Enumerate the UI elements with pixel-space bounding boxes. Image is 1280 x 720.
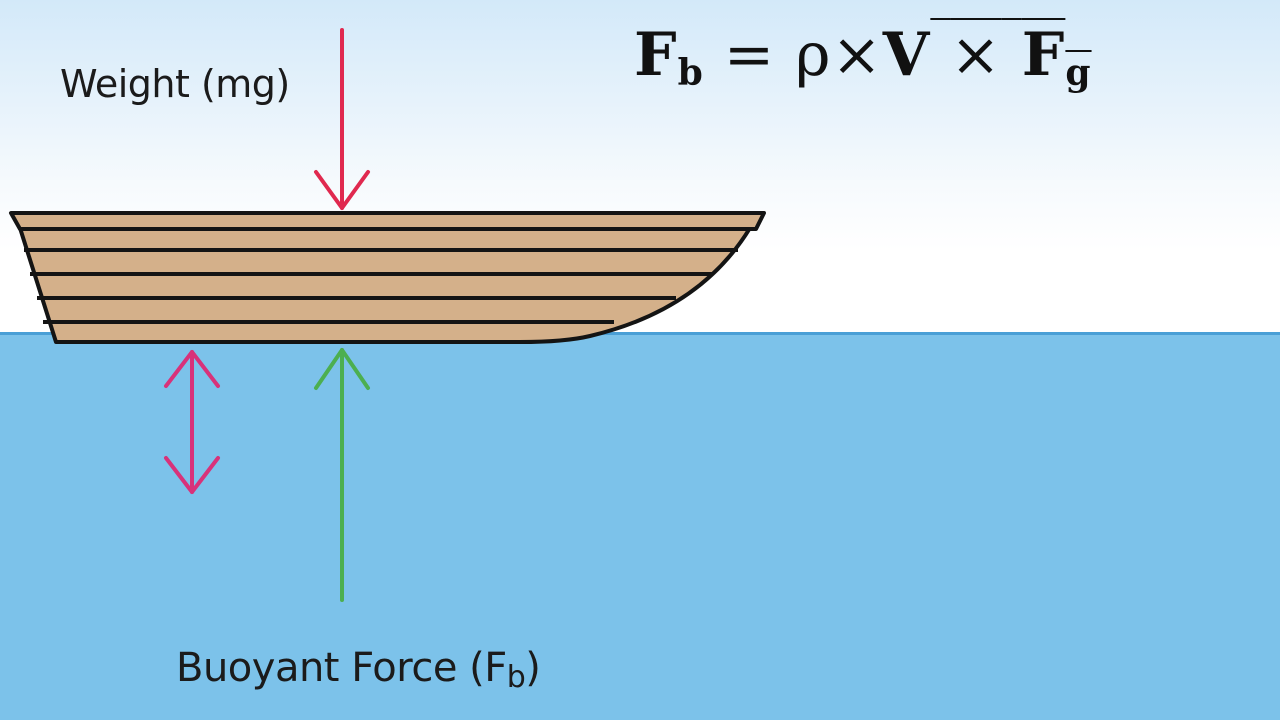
formula-overlined-term: × Fg (930, 20, 1091, 94)
buoyant-force-subscript: b (506, 660, 526, 695)
formula-times-2: × (950, 20, 1002, 90)
formula-force-subscript: g (1065, 52, 1092, 94)
formula-rho: ρ (795, 20, 832, 90)
formula-force: F (1021, 20, 1066, 90)
buoyancy-formula: Fb = ρ×V × Fg (634, 20, 1092, 94)
water-surface-line (0, 332, 1280, 335)
formula-lhs: F (634, 20, 678, 90)
weight-label: Weight (mg) (60, 62, 290, 106)
formula-times-1: × (831, 20, 883, 90)
formula-lhs-subscript: b (677, 52, 704, 94)
water-body (0, 334, 1280, 720)
buoyant-force-label: Buoyant Force (Fb) (176, 645, 541, 695)
buoyant-force-text: Buoyant Force (F (176, 645, 507, 691)
weight-arrow (314, 28, 370, 210)
draft-double-arrow (164, 350, 220, 494)
formula-volume: V (882, 20, 931, 90)
boat-deck (9, 211, 766, 231)
boat (9, 211, 766, 344)
formula-equals: = (723, 20, 776, 90)
buoyant-force-arrow (314, 348, 370, 602)
boat-hull (18, 226, 752, 344)
buoyant-force-close: ) (525, 645, 541, 691)
